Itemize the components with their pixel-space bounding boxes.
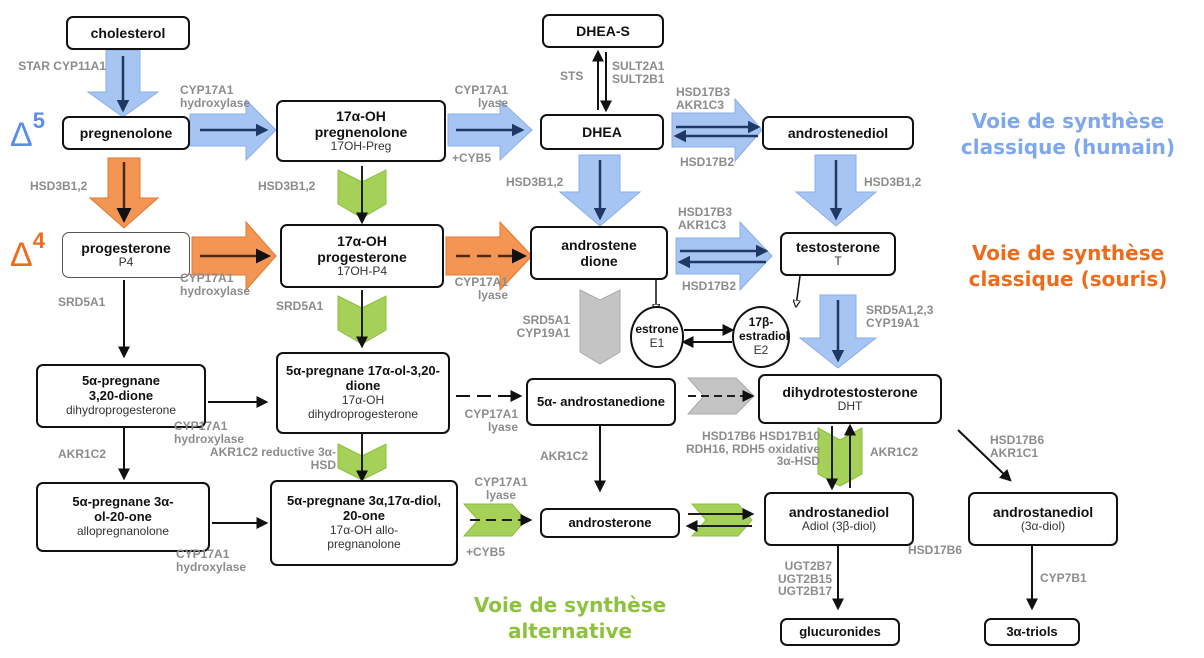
grey-chevron-androstenedione-androstanedione [579,289,621,365]
enzyme-hsd17b2-1: HSD17B2 [680,155,735,169]
enzyme-hsd17b6-akr1c1: HSD17B6 AKR1C1 [990,433,1045,460]
enzyme-srd5a1-1: SRD5A1 [58,295,106,309]
node-androstenediol: androstenediol [762,116,914,150]
enzyme-akr1c2-reductive: AKR1C2 reductive 3α-HSD [209,445,336,472]
delta-5-label: Δ5 [10,108,45,154]
node-cholesterol: cholesterol [66,16,190,50]
inner-green-arrows [356,166,856,532]
enzyme-akr1c2-2: AKR1C2 [540,449,589,463]
enzyme-cyp17a1-hydroxylase-3: CYP17A1 hydroxylase [174,419,245,446]
enzyme-akr1c2-1: AKR1C2 [58,447,107,461]
enzyme-srd5a123-cyp19a1: SRD5A1,2,3 CYP19A1 [866,303,934,330]
enzyme-hsd17b3-akr1c3-2: HSD17B3 AKR1C3 [678,205,733,232]
node-androstanediol-3a: androstanediol(3α-diol) [968,492,1118,546]
node-glucuronides: glucuronides [780,618,900,646]
enzyme-hsd17b6-group: HSD17B6 HSD17B10 RDH16, RDH5 oxidative 3… [685,429,820,469]
legend-alternative-pathway: Voie de synthèse alternative [473,593,667,643]
inner-navy-arrows [116,56,845,363]
blue-arrow-dhea-androstenediol [671,97,763,163]
enzyme-hsd17b6-2: HSD17B6 [908,543,963,557]
enzyme-hsd3b12-3: HSD3B1,2 [506,175,564,189]
enzyme-cyp17a1-hydroxylase-4: CYP17A1 hydroxylase [176,547,247,574]
enzyme-cyp17a1-lyase-4: CYP17A1 lyase [474,475,528,502]
enzyme-hsd3b12-1: HSD3B1,2 [30,179,88,193]
enzyme-srd5a1-cyp19a1: SRD5A1 CYP19A1 [516,313,570,340]
enzyme-sult2a1-sult2b1: SULT2A1 SULT2B1 [612,59,665,86]
enzyme-cyp17a1-hydroxylase-2: CYP17A1 hydroxylase [180,271,251,298]
enzyme-cyb5-1: +CYB5 [452,151,492,165]
node-androstenedione: androstene dione [530,226,668,280]
enzyme-cyp17a1-lyase-2: CYP17A1 lyase [454,275,508,302]
enzyme-cyp17a1-lyase-3: CYP17A1 lyase [464,407,518,434]
legend-mouse-pathway: Voie de synthèse classique (souris) [968,241,1168,291]
enzyme-cyp7b1: CYP7B1 [1040,571,1087,585]
node-pregnenolone: pregnenolone [62,116,190,150]
enzyme-akr1c2-3: AKR1C2 [870,445,919,459]
blue-arrow-androstenedione-testo [675,220,773,292]
green-chevron-androsterone-adiol [690,503,753,537]
enzyme-star-cyp11a1: STAR CYP11A1 [18,59,106,73]
enzyme-cyp17a1-hydroxylase-1: CYP17A1 hydroxylase [180,83,251,110]
delta-4-label: Δ4 [10,228,45,274]
enzyme-cyb5-2: +CYB5 [466,545,506,559]
node-3a-triols: 3α-triols [984,618,1080,646]
enzyme-hsd3b12-4: HSD3B1,2 [864,175,922,189]
enzyme-srd5a1-2: SRD5A1 [276,299,324,313]
node-androsterone: androsterone [540,508,680,538]
enzyme-sts: STS [560,69,584,83]
node-dhea-s: DHEA-S [542,14,664,48]
enzyme-ugt: UGT2B7 UGT2B15 UGT2B17 [777,559,832,599]
legend-human-pathway: Voie de synthèse classique (humain) [960,109,1176,159]
enzyme-hsd3b12-2: HSD3B1,2 [258,179,316,193]
green-chevron-dht-adiol [817,427,863,487]
enzyme-cyp17a1-lyase-1: CYP17A1 lyase [454,83,508,110]
node-5a-androstanedione: 5α- androstanedione [526,378,676,426]
enzyme-hsd17b2-2: HSD17B2 [682,279,737,293]
enzyme-hsd17b3-akr1c3-1: HSD17B3 AKR1C3 [676,85,731,112]
thin-black-arrows [118,49,1038,611]
inner-dark-arrows [116,162,527,264]
node-dhea: DHEA [540,114,664,150]
